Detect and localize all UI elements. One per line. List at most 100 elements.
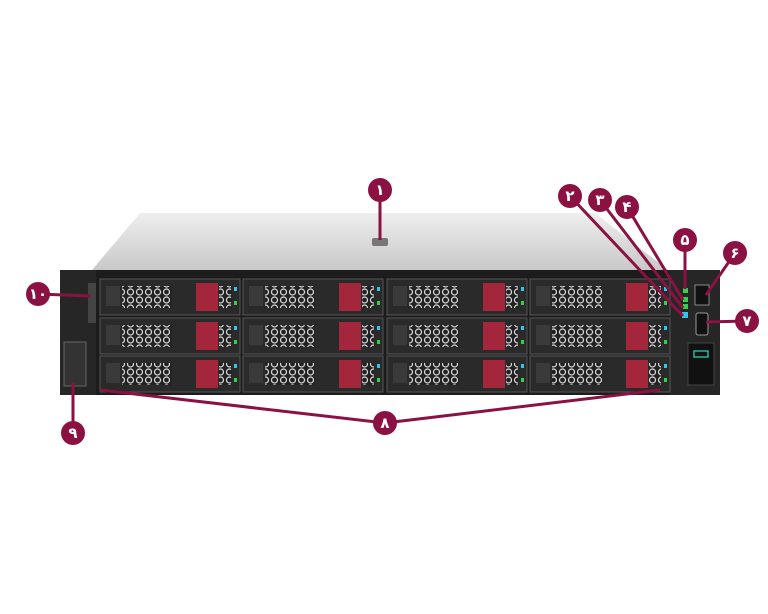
drive-release-latch[interactable]: [483, 360, 505, 388]
callout-marker: [558, 184, 582, 208]
drive-vent: [409, 363, 459, 385]
callout-marker: [723, 241, 747, 265]
drive-label: [106, 363, 120, 383]
drive-vent: [506, 286, 518, 308]
drive-label: [106, 286, 120, 306]
drive-status-led: [234, 301, 237, 305]
drive-vent: [122, 286, 172, 308]
callout-label: ۹: [68, 424, 77, 442]
drive-bay[interactable]: [386, 317, 528, 355]
drive-label: [536, 325, 550, 345]
callout-leader-line: [625, 206, 685, 301]
drive-bay[interactable]: [242, 278, 384, 316]
drive-status-led: [377, 301, 380, 305]
drive-bay[interactable]: [386, 355, 528, 393]
callout-label: ۴: [622, 198, 631, 216]
drive-activity-led: [521, 287, 524, 291]
drive-activity-led: [664, 364, 667, 368]
drive-status-led: [521, 301, 524, 305]
callout-marker: [26, 282, 50, 306]
drive-bay[interactable]: [99, 317, 241, 355]
drive-label: [393, 363, 407, 383]
drive-status-led: [521, 378, 524, 382]
drive-bay[interactable]: [529, 317, 671, 355]
callout-label: ۵: [680, 231, 689, 249]
serial-pull-tab: [88, 283, 96, 323]
callout-5: ۵: [673, 228, 697, 289]
drive-release-latch[interactable]: [196, 322, 218, 350]
drive-release-latch[interactable]: [483, 283, 505, 311]
drive-label: [536, 286, 550, 306]
drive-vent: [409, 325, 459, 347]
callout-8: ۸: [99, 388, 661, 435]
drive-bay[interactable]: [242, 355, 384, 393]
drive-vent: [219, 286, 231, 308]
drive-status-led: [234, 378, 237, 382]
drive-release-latch[interactable]: [626, 360, 648, 388]
callout-9: ۹: [61, 383, 85, 445]
drive-activity-led: [234, 326, 237, 330]
drive-release-latch[interactable]: [483, 322, 505, 350]
drive-label: [249, 363, 263, 383]
led-power: [683, 304, 688, 309]
drive-bay[interactable]: [242, 317, 384, 355]
drive-bay[interactable]: [529, 355, 671, 393]
drive-bay[interactable]: [99, 278, 241, 316]
callout-marker: [673, 228, 697, 252]
drive-release-latch[interactable]: [626, 283, 648, 311]
drive-release-latch[interactable]: [339, 322, 361, 350]
led-uid: [682, 312, 688, 318]
drive-label: [106, 325, 120, 345]
drive-label: [393, 286, 407, 306]
led-health: [683, 288, 688, 293]
drive-vent: [362, 363, 374, 385]
drive-bay[interactable]: [386, 278, 528, 316]
callout-leader-line: [99, 388, 386, 425]
drive-vent: [649, 325, 661, 347]
drive-bay[interactable]: [529, 278, 671, 316]
hpe-logo: [693, 350, 709, 358]
callout-marker: [588, 188, 612, 212]
drive-vent: [552, 286, 602, 308]
drive-status-led: [664, 340, 667, 344]
drive-bay[interactable]: [99, 355, 241, 393]
callout-marker: [373, 411, 397, 435]
drive-vent: [649, 363, 661, 385]
drive-label: [249, 286, 263, 306]
drive-vent: [506, 363, 518, 385]
drive-vent: [265, 363, 315, 385]
drive-vent: [409, 286, 459, 308]
drive-status-led: [377, 340, 380, 344]
callout-marker: [61, 421, 85, 445]
drive-release-latch[interactable]: [196, 360, 218, 388]
drive-release-latch[interactable]: [626, 322, 648, 350]
callout-label: ۱: [375, 181, 384, 199]
callout-label: ۷: [742, 312, 751, 330]
drive-activity-led: [521, 326, 524, 330]
drive-label: [393, 325, 407, 345]
drive-vent: [265, 325, 315, 347]
drive-vent: [362, 325, 374, 347]
drive-vent: [265, 286, 315, 308]
model-badge: [687, 342, 715, 386]
drive-release-latch[interactable]: [196, 283, 218, 311]
drive-activity-led: [664, 326, 667, 330]
callout-label: ۸: [380, 414, 389, 432]
drive-vent: [122, 363, 172, 385]
drive-status-led: [664, 378, 667, 382]
callout-1: ۱: [368, 178, 392, 240]
drive-activity-led: [521, 364, 524, 368]
drive-release-latch[interactable]: [339, 283, 361, 311]
drive-status-led: [521, 340, 524, 344]
callout-marker: [735, 309, 759, 333]
callout-4: ۴: [615, 195, 685, 301]
callout-leader-line: [568, 194, 685, 318]
drive-vent: [552, 325, 602, 347]
callout-leader-line: [384, 388, 661, 425]
callout-7: ۷: [705, 309, 759, 333]
callout-label: ۶: [730, 244, 739, 262]
callout-6: ۶: [704, 241, 747, 296]
drive-vent: [219, 363, 231, 385]
drive-release-latch[interactable]: [339, 360, 361, 388]
drive-status-led: [377, 378, 380, 382]
